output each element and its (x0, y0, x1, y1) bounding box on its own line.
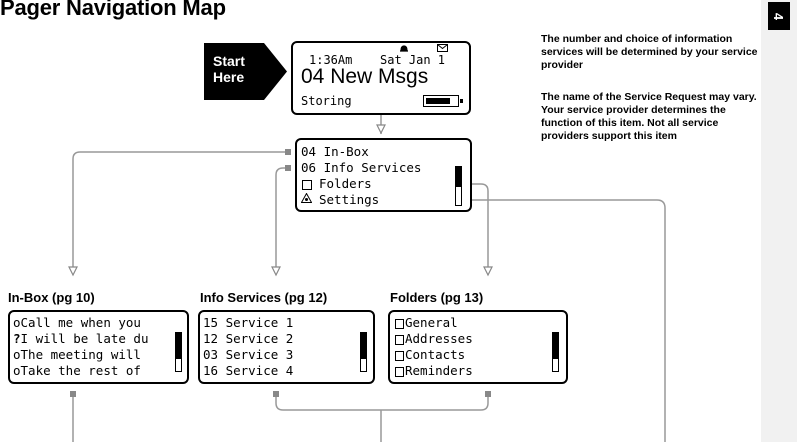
folder-icon (395, 319, 404, 329)
bell-icon (400, 45, 408, 52)
service-item-2[interactable]: 12 Service 2 (203, 331, 294, 346)
inbox-heading: In-Box (pg 10) (8, 290, 95, 305)
folder-icon (302, 180, 312, 190)
info-services-heading: Info Services (pg 12) (200, 290, 328, 305)
folder-item-2[interactable]: Addresses (405, 331, 473, 346)
service-item-4[interactable]: 16 Service 4 (203, 363, 294, 378)
home-screen-display: 1:36Am Sat Jan 1 04 New Msgs Storing (291, 41, 471, 115)
service-item-3[interactable]: 03 Service 3 (203, 347, 294, 362)
folders-display: General Addresses Contacts Reminders (388, 310, 568, 384)
inbox-item-4[interactable]: oTake the rest of (13, 363, 141, 378)
chapter-number-badge: 4 (768, 2, 790, 30)
battery-icon (423, 95, 463, 107)
folder-icon (395, 351, 404, 361)
inbox-item-3[interactable]: oThe meeting will (13, 347, 141, 362)
time-display: 1:36Am (309, 53, 353, 67)
folders-heading: Folders (pg 13) (390, 290, 484, 305)
note-information-services: The number and choice of information ser… (541, 33, 758, 71)
page-title: Pager Navigation Map (0, 0, 226, 20)
info-services-scrollbar[interactable] (360, 332, 367, 372)
settings-icon (301, 193, 312, 203)
envelope-icon (437, 44, 448, 52)
menu-item-info-services[interactable]: 06 Info Services (301, 160, 422, 175)
menu-item-folders[interactable]: Folders (319, 176, 372, 191)
info-services-display: 15 Service 1 12 Service 2 03 Service 3 1… (198, 310, 375, 384)
service-item-1[interactable]: 15 Service 1 (203, 315, 294, 330)
chapter-tab (761, 0, 797, 442)
date-display: Sat Jan 1 (380, 53, 446, 67)
menu-item-inbox[interactable]: 04 In-Box (301, 144, 369, 159)
inbox-display: oCall me when you ?I will be late du oTh… (8, 310, 189, 384)
folder-icon (395, 335, 404, 345)
folders-scrollbar[interactable] (552, 332, 559, 372)
new-messages-display: 04 New Msgs (301, 65, 429, 88)
start-here-arrow (204, 43, 287, 100)
folder-item-1[interactable]: General (405, 315, 458, 330)
note-service-request: The name of the Service Request may vary… (541, 91, 757, 142)
status-display: Storing (301, 94, 352, 108)
inbox-item-2[interactable]: ?I will be late du (13, 331, 149, 346)
inbox-scrollbar[interactable] (175, 332, 182, 372)
folder-item-3[interactable]: Contacts (405, 347, 466, 362)
folder-icon (395, 367, 404, 377)
folder-item-4[interactable]: Reminders (405, 363, 473, 378)
inbox-item-1[interactable]: oCall me when you (13, 315, 141, 330)
menu-item-settings[interactable]: Settings (319, 192, 380, 207)
start-here-label: Start Here (213, 53, 245, 85)
main-menu-display: 04 In-Box 06 Info Services Folders Setti… (295, 138, 472, 212)
menu-scrollbar[interactable] (455, 166, 462, 206)
